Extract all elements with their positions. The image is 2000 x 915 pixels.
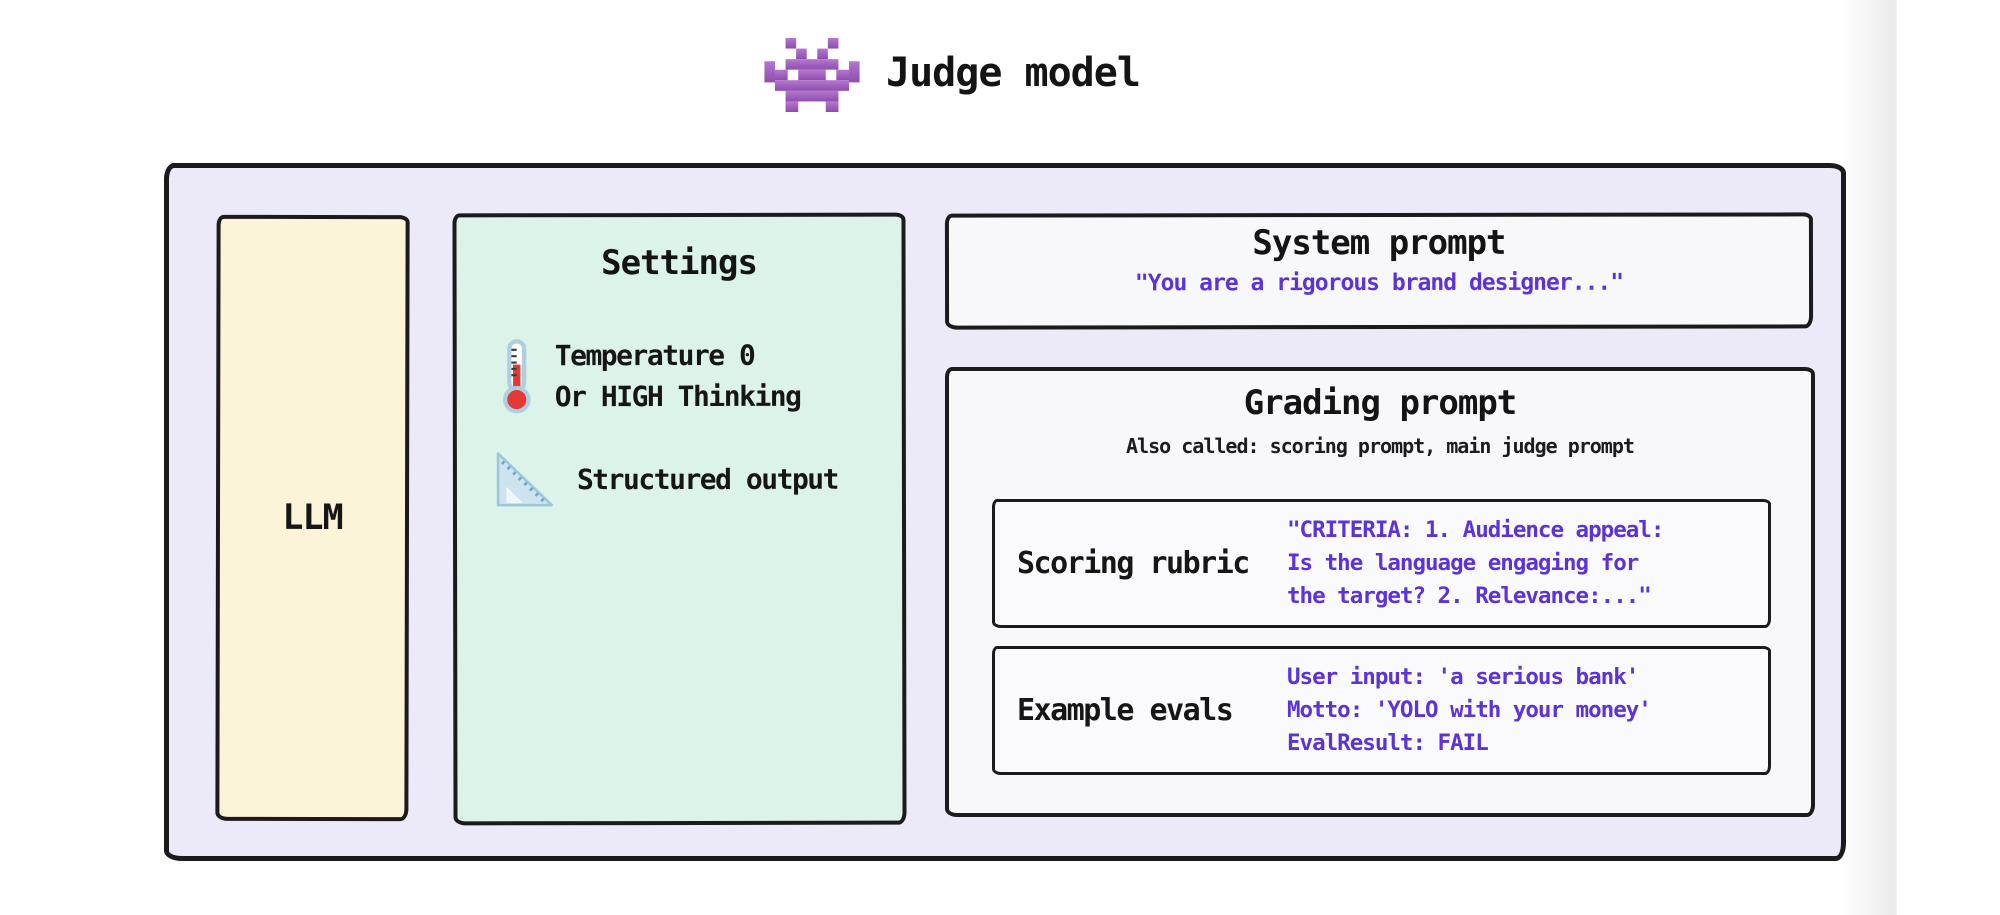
setting-item-structured-output: Structured output (493, 449, 838, 510)
settings-box: Settings Temperature 0 Or HIGH Thinking (452, 212, 907, 826)
system-prompt-box: System prompt "You are a rigorous brand … (944, 212, 1814, 330)
example-evals-text: User input: 'a serious bank' Motto: 'YOL… (1287, 664, 1652, 756)
judge-model-container: LLM Settings Temperature 0 Or HIGH (164, 163, 1846, 861)
example-evals-box: Example evals User input: 'a serious ban… (992, 646, 1771, 775)
settings-title: Settings (601, 242, 757, 284)
thermometer-icon (503, 339, 531, 414)
triangular-ruler-icon (496, 452, 554, 507)
llm-box: LLM (215, 214, 410, 822)
setting-temperature-text: Temperature 0 Or HIGH Thinking (554, 338, 801, 414)
llm-label: LLM (282, 497, 343, 539)
grading-prompt-subtitle: Also called: scoring prompt, main judge … (1126, 434, 1635, 458)
page-edge-shadow (1841, 0, 1897, 915)
grading-prompt-box: Grading prompt Also called: scoring prom… (945, 367, 1815, 817)
scoring-rubric-text: "CRITERIA: 1. Audience appeal: Is the la… (1287, 517, 1664, 609)
diagram-title: Judge model (764, 34, 1141, 116)
grading-prompt-title: Grading prompt (1243, 383, 1518, 423)
system-prompt-quote: "You are a rigorous brand designer..." (1134, 269, 1624, 297)
setting-item-temperature: Temperature 0 Or HIGH Thinking (499, 335, 801, 418)
scoring-rubric-label: Scoring rubric (1017, 546, 1250, 581)
diagram-title-text: Judge model (886, 50, 1141, 96)
scoring-rubric-box: Scoring rubric "CRITERIA: 1. Audience ap… (992, 499, 1771, 628)
system-prompt-title: System prompt (1252, 222, 1506, 264)
alien-monster-icon (764, 38, 860, 112)
setting-structured-output-text: Structured output (576, 462, 839, 496)
example-evals-label: Example evals (1017, 693, 1234, 728)
